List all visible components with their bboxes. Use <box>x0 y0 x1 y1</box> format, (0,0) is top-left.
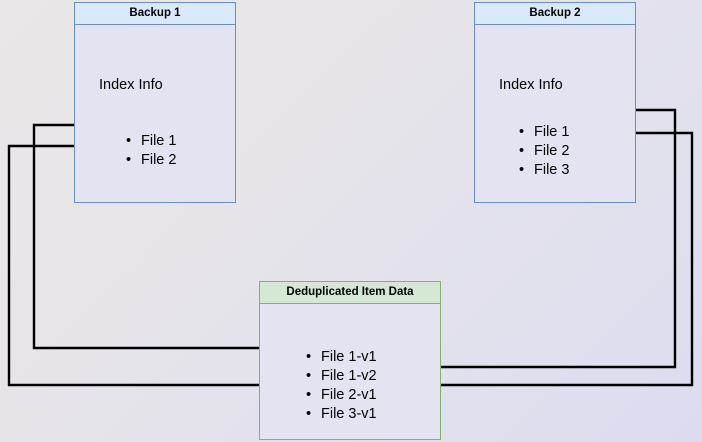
deduplicated-item-data-title: Deduplicated Item Data <box>260 282 440 304</box>
list-item[interactable]: File 1-v2 <box>306 367 377 386</box>
backup-2-title: Backup 2 <box>475 3 635 25</box>
list-item[interactable]: File 3-v1 <box>306 405 377 424</box>
deduplicated-item-data-body: File 1-v1 File 1-v2 File 2-v1 File 3-v1 <box>260 304 440 439</box>
list-item[interactable]: File 2-v1 <box>306 386 377 405</box>
backup-2-box[interactable]: Backup 2 Index Info File 1 File 2 File 3 <box>474 2 636 203</box>
backup-1-file-list: File 1 File 2 <box>126 132 176 170</box>
deduplicated-item-data-box[interactable]: Deduplicated Item Data File 1-v1 File 1-… <box>259 281 441 440</box>
backup-2-file-list: File 1 File 2 File 3 <box>519 123 569 180</box>
list-item[interactable]: File 2 <box>519 142 569 161</box>
backup-2-body: Index Info File 1 File 2 File 3 <box>475 25 635 202</box>
list-item[interactable]: File 2 <box>126 151 176 170</box>
list-item[interactable]: File 1-v1 <box>306 348 377 367</box>
backup-2-caption: Index Info <box>499 77 563 93</box>
list-item[interactable]: File 1 <box>126 132 176 151</box>
backup-1-caption: Index Info <box>99 77 163 93</box>
list-item[interactable]: File 1 <box>519 123 569 142</box>
backup-1-box[interactable]: Backup 1 Index Info File 1 File 2 <box>74 2 236 203</box>
backup-1-body: Index Info File 1 File 2 <box>75 25 235 202</box>
deduplicated-item-list: File 1-v1 File 1-v2 File 2-v1 File 3-v1 <box>306 348 377 424</box>
backup-1-title: Backup 1 <box>75 3 235 25</box>
list-item[interactable]: File 3 <box>519 161 569 180</box>
